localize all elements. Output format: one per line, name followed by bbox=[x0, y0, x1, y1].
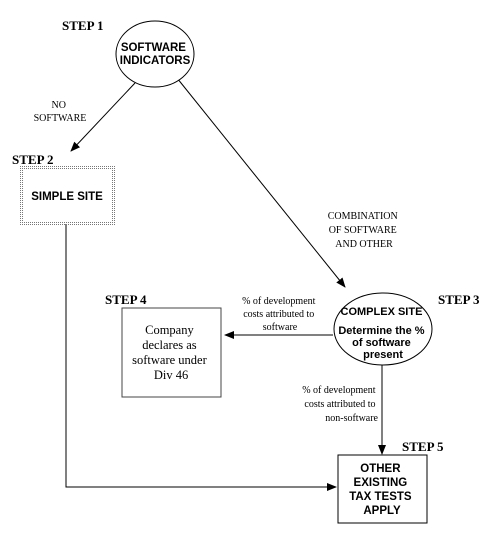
svg-text:SOFTWARE INDICATORS: SOFTWARE INDICATORS bbox=[120, 42, 191, 67]
node-company-declares-line1: Company bbox=[145, 323, 194, 337]
node-other-tax-tests-line1: OTHER bbox=[360, 463, 401, 475]
edge-label-to-non-software: % of development costs attributed to non… bbox=[302, 385, 378, 424]
step-4-label: STEP 4 bbox=[105, 292, 147, 307]
node-complex-site-title: COMPLEX SITE bbox=[341, 306, 423, 318]
edge-indicators-to-simple bbox=[70, 82, 136, 152]
edge-label-to-software: % of development costs attributed to sof… bbox=[242, 296, 318, 333]
step-3-label: STEP 3 bbox=[438, 292, 480, 307]
node-complex-site-line3: present bbox=[363, 349, 403, 361]
node-software-indicators-line2: INDICATORS bbox=[120, 55, 191, 67]
node-software-indicators: SOFTWARE INDICATORS bbox=[115, 20, 195, 88]
node-simple-site-label: SIMPLE SITE bbox=[31, 191, 103, 203]
node-company-declares-line4: Div 46 bbox=[154, 368, 188, 382]
node-company-declares: Company declares as software under Div 4… bbox=[121, 307, 222, 398]
step-2-label: STEP 2 bbox=[12, 152, 54, 167]
node-software-indicators-line1: SOFTWARE bbox=[121, 42, 186, 54]
node-other-tax-tests-line3: TAX TESTS bbox=[349, 491, 412, 503]
step-5-label: STEP 5 bbox=[402, 439, 444, 454]
edge-simple-to-other bbox=[65, 224, 337, 491]
edge-label-combination: COMBINATION OF SOFTWARE AND OTHER bbox=[328, 211, 401, 250]
node-complex-site-line2: of software bbox=[352, 337, 411, 349]
node-simple-site: SIMPLE SITE bbox=[20, 166, 115, 225]
node-other-tax-tests-line4: APPLY bbox=[363, 505, 401, 517]
node-complex-site: COMPLEX SITE Determine the % of software… bbox=[333, 292, 433, 366]
edge-indicators-to-complex bbox=[176, 77, 346, 288]
node-other-tax-tests-line2: EXISTING bbox=[354, 477, 408, 489]
node-company-declares-line2: declares as bbox=[142, 338, 197, 352]
node-other-tax-tests: OTHER EXISTING TAX TESTS APPLY bbox=[337, 454, 428, 524]
step-1-label: STEP 1 bbox=[62, 18, 104, 33]
svg-text:COMPLEX SITE Determine t: COMPLEX SITE Determine the % of software… bbox=[338, 306, 427, 361]
node-company-declares-line3: software under bbox=[132, 353, 207, 367]
svg-text:OTHER EXISTING TAX: OTHER EXISTING TAX TESTS APPLY bbox=[349, 463, 415, 517]
svg-text:Company declares as: Company declares as software under Div 4… bbox=[132, 323, 210, 382]
node-complex-site-line1: Determine the % bbox=[338, 325, 424, 337]
edge-label-no-software: NO SOFTWARE bbox=[34, 100, 87, 124]
